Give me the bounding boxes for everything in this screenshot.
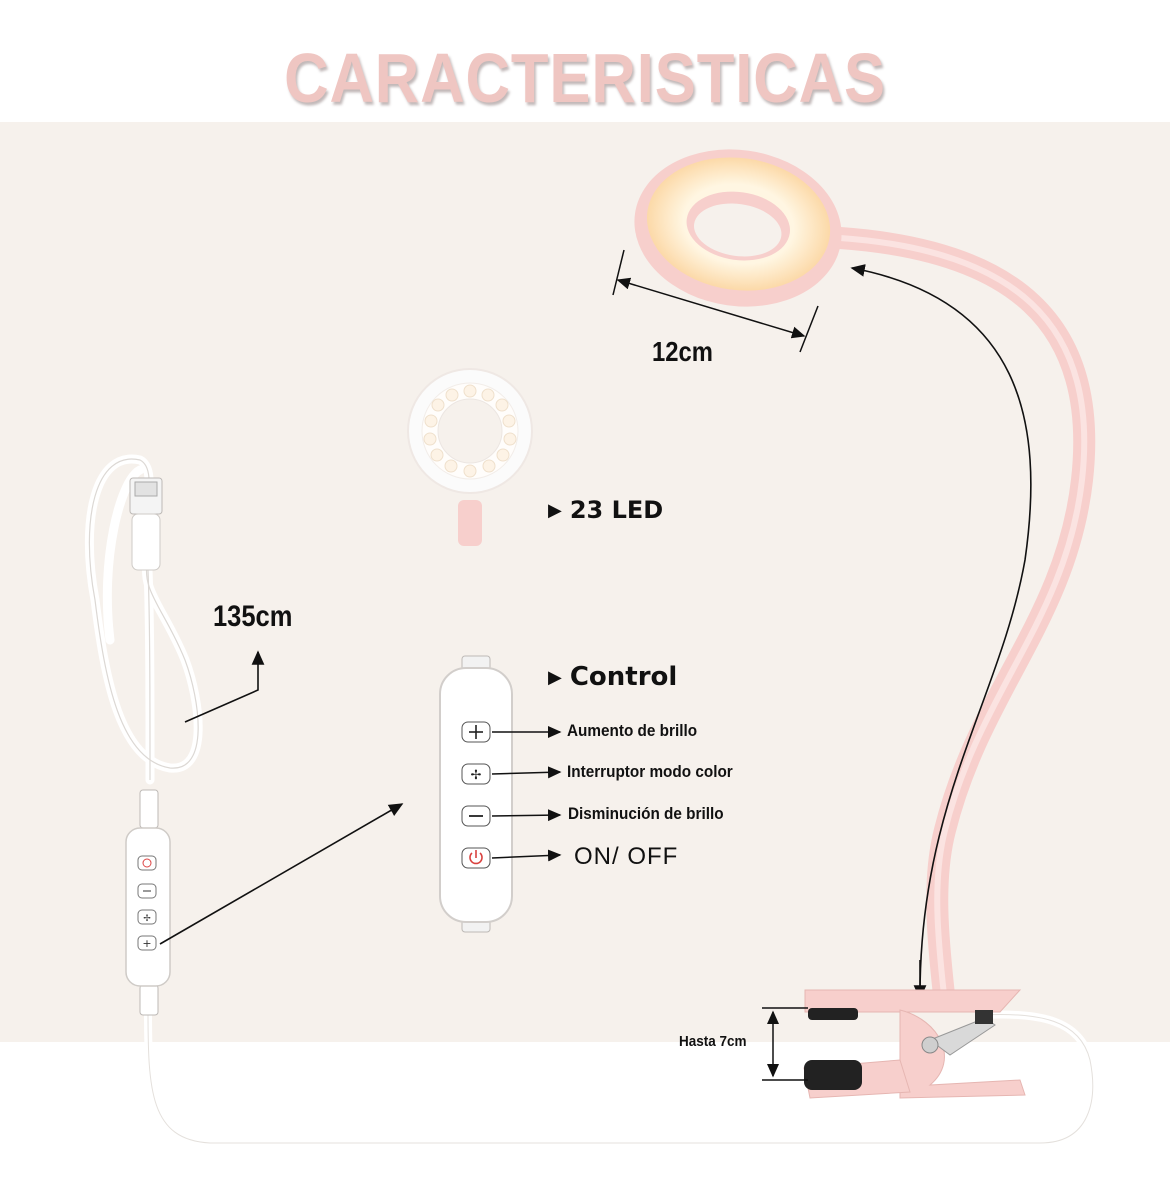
inline-controller-small: ✢ + [125, 827, 171, 987]
fan-button: ✢ [461, 763, 491, 785]
play-triangle-icon: ▶ [548, 667, 562, 688]
play-triangle-icon: ▶ [548, 500, 562, 521]
control-label: ▶ Control [548, 662, 677, 692]
cable-length-pointer [184, 650, 265, 723]
lamp-head [634, 149, 842, 307]
gooseneck-arm [829, 227, 1096, 1006]
diameter-dimension [612, 249, 819, 353]
color-mode-label: Interruptor modo color [567, 762, 733, 781]
led-ring-small [407, 368, 533, 546]
cable-length-label: 135cm [213, 600, 293, 633]
arm-pointer [850, 264, 1032, 996]
led-count-text: 23 LED [569, 496, 664, 524]
controller-pointer [159, 803, 404, 945]
svg-text:✢: ✢ [471, 768, 482, 783]
svg-text:+: + [142, 937, 151, 950]
led-count-label: ▶ 23 LED [548, 496, 663, 524]
brightness-down-label: Disminución de brillo [568, 804, 724, 823]
power-button [461, 847, 491, 869]
on-off-label: ON/ OFF [574, 843, 679, 870]
power-cable [144, 1009, 1097, 1147]
clamp [803, 989, 1026, 1099]
diameter-label: 12cm [652, 336, 713, 367]
brightness-up-label: Aumento de brillo [567, 721, 698, 740]
control-text: Control [569, 662, 678, 692]
clip-range-dimension [762, 1007, 808, 1081]
minus-button [461, 805, 491, 827]
inline-controller-large: ✢ [439, 655, 513, 933]
page-title: CARACTERISTICAS [284, 39, 886, 117]
usb-plug-icon [129, 477, 163, 571]
svg-text:✢: ✢ [143, 914, 151, 924]
clip-range-label: Hasta 7cm [679, 1033, 747, 1050]
plus-button [461, 721, 491, 743]
